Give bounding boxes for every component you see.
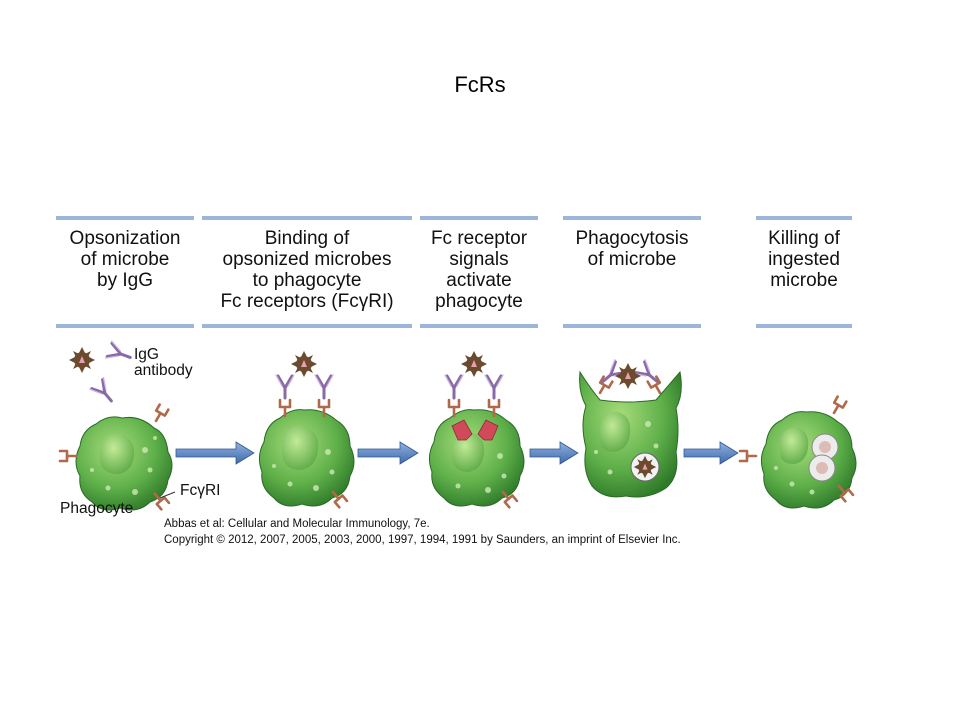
igg-antibody-label: IgG antibody [134,346,193,379]
step-label: Binding of opsonized microbes to phagocy… [220,228,394,312]
arrow-right-icon [529,441,579,465]
credit-line-1: Abbas et al: Cellular and Molecular Immu… [164,518,430,530]
microbe-icon [615,363,641,389]
phagosome [630,452,660,482]
arrow-right-icon [357,441,419,465]
step-label: Fc receptor signals activate phagocyte [430,228,528,312]
phagocyte-label: Phagocyte [60,500,134,517]
activation-signal [451,419,499,441]
panel-phagocytosis [579,358,682,498]
step-opsonization: Opsonization of microbe by IgG [56,216,194,328]
antibody-icon [88,339,135,409]
fc-receptor-label: FcγRI [180,482,221,499]
microbe-icon [291,351,317,377]
step-label: Phagocytosis of microbe [575,228,689,270]
step-killing: Killing of ingested microbe [756,216,852,328]
panel-binding [258,351,355,509]
panel-killing [738,395,857,509]
credit-line-2: Copyright © 2012, 2007, 2005, 2003, 2000… [164,534,681,546]
arrow-right-icon [683,441,739,465]
step-label: Killing of ingested microbe [768,228,840,291]
microbe-icon [69,347,95,373]
arrow-right-icon [175,441,255,465]
step-label: Opsonization of microbe by IgG [69,228,181,291]
phagocyte-cell [579,370,682,498]
step-binding: Binding of opsonized microbes to phagocy… [202,216,412,328]
antibody-icon [443,373,505,400]
antibody-icon [274,373,335,400]
phagosome [808,433,839,482]
step-signaling: Fc receptor signals activate phagocyte [420,216,538,328]
panel-opsonization [58,339,176,511]
step-phagocytosis: Phagocytosis of microbe [563,216,701,328]
panel-signaling [428,351,525,509]
slide-title: FcRs [454,72,506,97]
microbe-icon [461,351,487,377]
